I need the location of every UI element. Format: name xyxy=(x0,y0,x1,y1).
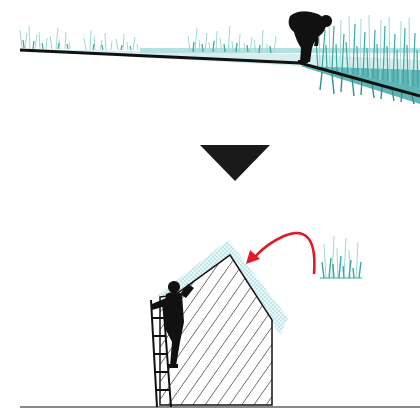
water-surface xyxy=(140,48,420,53)
down-triangle-icon xyxy=(200,145,270,181)
reed-field-scene xyxy=(20,11,420,104)
reeds-left xyxy=(20,26,138,50)
thatching-scene xyxy=(20,233,420,407)
reed-tuft-icon xyxy=(320,236,362,278)
curved-arrow-icon xyxy=(246,233,314,274)
